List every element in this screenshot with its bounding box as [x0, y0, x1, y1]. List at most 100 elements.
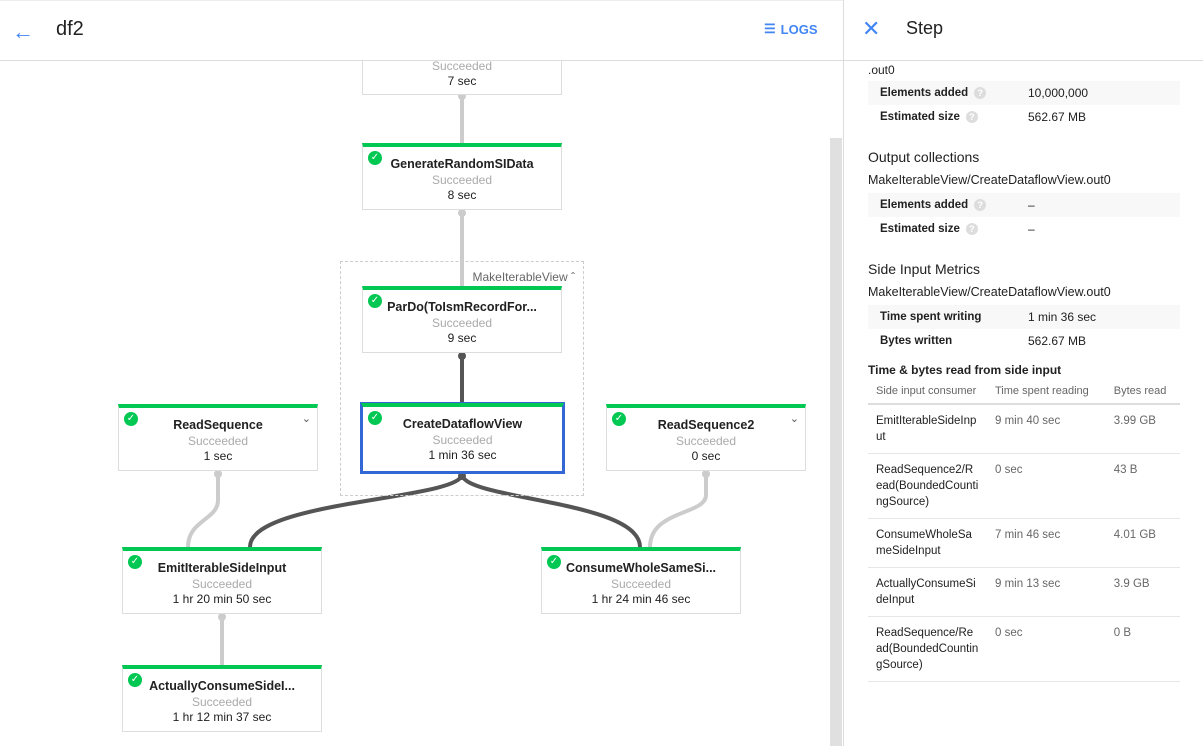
check-circle-icon: ✓: [124, 412, 138, 426]
check-circle-icon: ✓: [368, 151, 382, 165]
time-cell: 9 min 13 sec: [987, 567, 1106, 617]
node-time: 1 sec: [203, 449, 233, 463]
column-header: Bytes read: [1105, 383, 1180, 405]
logs-button[interactable]: ☰ LOGS: [764, 21, 818, 37]
edge-port: [214, 470, 222, 478]
time-cell: 9 min 40 sec: [987, 404, 1106, 454]
help-icon[interactable]: ?: [965, 223, 978, 235]
panel-title: Step: [906, 18, 944, 38]
graph-node[interactable]: ✓ ParDo(ToIsmRecordFor... Succeeded 9 se…: [362, 286, 562, 353]
time-cell: 0 sec: [987, 616, 1106, 682]
node-time: 0 sec: [691, 449, 721, 463]
help-icon[interactable]: ?: [974, 87, 987, 99]
job-title: df2: [56, 18, 84, 40]
node-name: CreateDataflowView: [402, 417, 523, 431]
graph-node[interactable]: ✓ GenerateRandomSIData Succeeded 8 sec: [362, 143, 562, 210]
edge-port: [218, 613, 226, 621]
table-row: ReadSequence/Read(BoundedCountingSource)…: [868, 616, 1180, 682]
close-icon[interactable]: ✕: [862, 16, 881, 41]
edge-port: [458, 472, 466, 480]
help-icon[interactable]: ?: [965, 111, 978, 123]
graph-node[interactable]: ✓ ConsumeWholeSameSi... Succeeded 1 hr 2…: [541, 547, 741, 614]
edge-port: [458, 209, 466, 217]
check-circle-icon: ✓: [368, 294, 382, 308]
bytes-cell: 0 B: [1105, 616, 1180, 682]
group-collapse-toggle[interactable]: MakeIterableView ˆ: [472, 270, 575, 284]
consumer-cell: ReadSequence/Read(BoundedCountingSource): [868, 616, 987, 682]
metric-label: Time spent writing: [880, 311, 982, 323]
metric-label: Elements added: [880, 199, 969, 211]
check-circle-icon: ✓: [368, 411, 382, 425]
header: ← df2 ☰ LOGS: [0, 0, 843, 61]
graph-node[interactable]: ✓ EmitIterableSideInput Succeeded 1 hr 2…: [122, 547, 322, 614]
metric-value: 1 min 36 sec: [1028, 310, 1097, 324]
node-status: Succeeded: [432, 433, 493, 447]
metric-value: 562.67 MB: [1028, 334, 1087, 348]
metric-row: Elements added? –: [868, 193, 1180, 217]
step-panel: ✕ Step .out0 Elements added? 10,000,000 E…: [843, 0, 1203, 746]
node-name: GenerateRandomSIData: [390, 157, 534, 171]
graph-edges: [186, 92, 710, 665]
consumer-cell: EmitIterableSideInput: [868, 404, 987, 454]
node-name: ReadSequence: [173, 418, 263, 432]
collection-name: MakeIterableView/CreateDataflowView.out0: [868, 173, 1111, 187]
node-name: ReadSequence2: [657, 418, 755, 432]
edge: [648, 471, 708, 548]
time-cell: 7 min 46 sec: [987, 518, 1106, 568]
node-status: Succeeded: [431, 316, 493, 330]
metric-label: Estimated size: [880, 223, 960, 235]
graph-node-selected[interactable]: ✓ CreateDataflowView Succeeded 1 min 36 …: [361, 403, 564, 473]
metric-label: Elements added: [880, 87, 969, 99]
side-input-table: Side input consumer Time spent reading B…: [868, 383, 1180, 682]
consumer-cell: ReadSequence2/Read(BoundedCountingSource…: [868, 453, 987, 519]
metric-row: Elements added? 10,000,000: [868, 81, 1180, 105]
logs-label: LOGS: [780, 21, 818, 37]
chevron-down-icon[interactable]: ⌄: [789, 413, 799, 425]
metric-row: Estimated size?562.67 MB: [868, 105, 1180, 129]
check-circle-icon: ✓: [547, 555, 561, 569]
check-circle-icon: ✓: [612, 412, 626, 426]
consumer-cell: ActuallyConsumeSideInput: [868, 567, 987, 617]
metric-value: 10,000,000: [1028, 86, 1089, 100]
table-title: Time & bytes read from side input: [868, 363, 1062, 377]
back-arrow-icon[interactable]: ←: [12, 19, 34, 44]
column-header: Time spent reading: [987, 383, 1106, 405]
panel-header: ✕ Step: [844, 0, 1203, 61]
metric-value: –: [1028, 222, 1035, 236]
table-row: ReadSequence2/Read(BoundedCountingSource…: [868, 453, 1180, 519]
graph-node[interactable]: ✓ ActuallyConsumeSideI... Succeeded 1 hr…: [122, 665, 322, 732]
chevron-down-icon[interactable]: ⌄: [301, 413, 311, 425]
bytes-cell: 4.01 GB: [1105, 518, 1180, 568]
section-title: Side Input Metrics: [868, 261, 981, 277]
graph-node[interactable]: ✓ ⌄ ReadSequence2 Succeeded 0 sec: [606, 404, 806, 471]
check-circle-icon: ✓: [128, 555, 142, 569]
node-status: Succeeded: [191, 577, 253, 591]
graph-area: ← df2 ☰ LOGS MakeIterableView ˆ Succeeded…: [0, 0, 843, 746]
list-icon: ☰: [764, 21, 776, 36]
bytes-cell: 3.9 GB: [1105, 567, 1180, 617]
graph-node[interactable]: ✓ ⌄ ReadSequence Succeeded 1 sec: [118, 404, 318, 471]
scrollbar[interactable]: [830, 138, 842, 746]
edge: [186, 471, 220, 548]
bytes-cell: 43 B: [1105, 453, 1180, 519]
job-graph[interactable]: MakeIterableView ˆ Succeeded 7 sec ✓ Gen…: [0, 61, 843, 746]
metric-value: 562.67 MB: [1028, 110, 1087, 124]
edge: [460, 473, 642, 548]
graph-node[interactable]: Succeeded 7 sec: [362, 61, 562, 95]
edge-port: [702, 470, 710, 478]
node-time: 7 sec: [447, 74, 477, 88]
node-time: 1 hr 20 min 50 sec: [172, 592, 272, 606]
metric-value: –: [1028, 198, 1035, 212]
metric-label: Bytes written: [880, 335, 953, 347]
node-name: ActuallyConsumeSideI...: [149, 679, 295, 693]
node-status: Succeeded: [431, 61, 493, 73]
check-circle-icon: ✓: [128, 673, 142, 687]
node-time: 9 sec: [447, 331, 477, 345]
node-name: ConsumeWholeSameSi...: [565, 561, 717, 575]
group-makeiterableview: MakeIterableView ˆ: [340, 261, 584, 496]
help-icon[interactable]: ?: [974, 199, 987, 211]
input-collection-name: .out0: [868, 63, 895, 77]
